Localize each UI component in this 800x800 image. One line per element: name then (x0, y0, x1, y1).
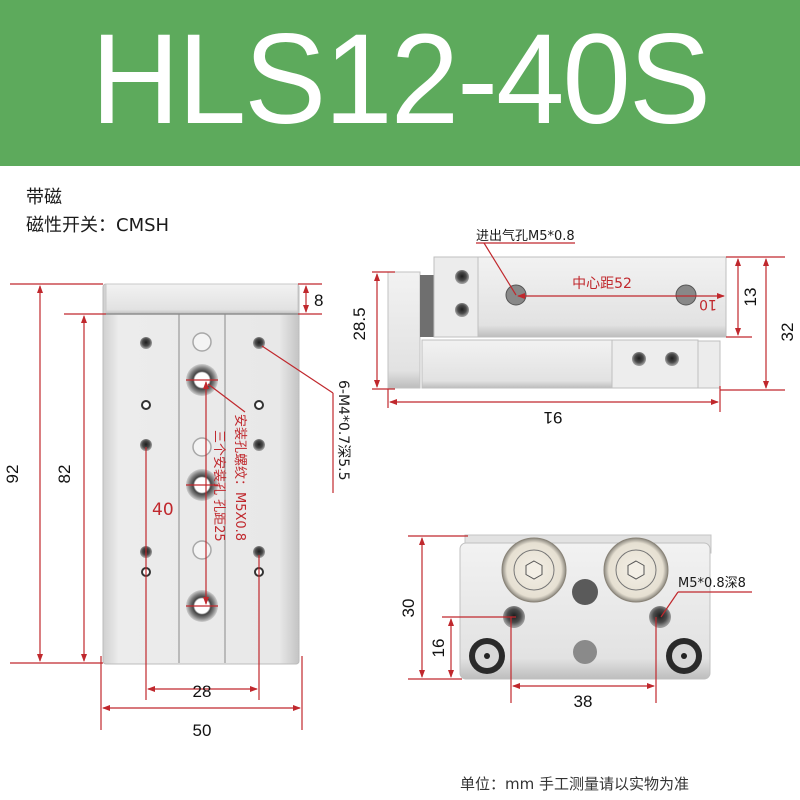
dim-total-width: 50 (193, 721, 212, 740)
dim-side-total-height: 32 (778, 323, 797, 342)
dim-end-block: 8 (314, 291, 323, 310)
top-view: 92 82 8 40 28 50 6-M4*0.7深5.5 安装孔螺纹：M5X0… (3, 283, 351, 740)
title-banner: HLS12-40S (0, 0, 800, 166)
side-view: 进出气孔M5*0.8 中心距52 10 13 32 28.5 91 (350, 228, 797, 427)
tapped-hole-icon (140, 337, 265, 558)
note-mount-thread: 安装孔螺纹：M5X0.8 (232, 414, 247, 541)
note-end-tapped-hole: M5*0.8深8 (678, 576, 746, 591)
note-mount-holes: 三个安装孔 孔距25 (211, 430, 226, 542)
air-port-icon (675, 284, 697, 306)
note-center-distance: 中心距52 (572, 276, 632, 292)
unit-note: 单位：mm 手工测量请以实物为准 (460, 775, 689, 793)
dim-hole-spacing: 40 (152, 500, 174, 520)
dim-total-length: 92 (3, 465, 22, 484)
dim-end-height: 30 (399, 599, 418, 618)
end-view: 30 16 38 M5*0.8深8 (399, 534, 752, 711)
dim-port-offset: 10 (699, 296, 717, 312)
dim-end-hole-pitch: 38 (574, 692, 593, 711)
spec-switch: 磁性开关：CMSH (26, 215, 170, 236)
dim-inner-length: 82 (55, 465, 74, 484)
note-air-port: 进出气孔M5*0.8 (476, 228, 575, 244)
model-title: HLS12-40S (91, 8, 711, 151)
dim-hole-pitch: 28 (193, 682, 212, 701)
dim-port-height: 13 (741, 288, 760, 307)
dim-side-total-length: 91 (544, 408, 563, 427)
note-tapped-holes: 6-M4*0.7深5.5 (335, 380, 351, 480)
spec-magnetic: 带磁 (26, 187, 62, 208)
dim-end-hole-height: 16 (429, 639, 448, 658)
dim-body-height: 28.5 (350, 307, 369, 340)
